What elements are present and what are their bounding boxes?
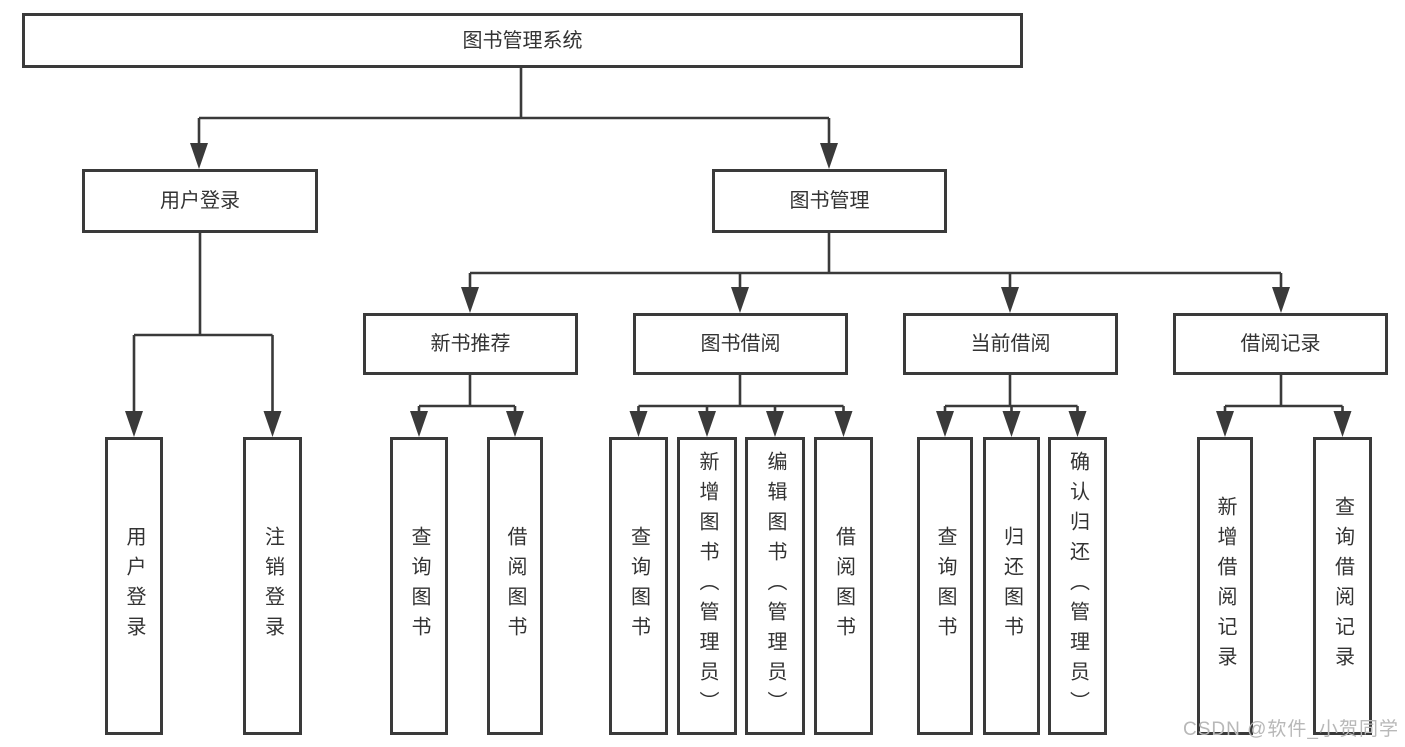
leaf-bb-borrow-books: 借阅图书 <box>814 437 873 735</box>
arrowhead-icons <box>629 411 853 437</box>
leaf-nbr-query-books-label: 查询图书 <box>408 526 430 646</box>
edges-new-book-recommend <box>410 375 524 437</box>
leaf-bb-query-books-label: 查询图书 <box>627 526 650 646</box>
node-new-book-recommend-label: 新书推荐 <box>430 333 511 355</box>
leaf-logout-label: 注销登录 <box>261 526 284 646</box>
leaf-nbr-borrow-books: 借阅图书 <box>487 437 543 735</box>
edges-borrow-records <box>1216 375 1352 437</box>
leaf-cb-confirm-return-admin: 确认归还（管理员） <box>1048 437 1107 735</box>
leaf-bb-query-books: 查询图书 <box>609 437 668 735</box>
leaf-nbr-borrow-books-label: 借阅图书 <box>504 526 526 646</box>
edges-root-to-level2 <box>190 68 838 169</box>
edges-book-borrow <box>629 375 853 437</box>
arrowhead-icons <box>461 287 1290 313</box>
leaf-logout: 注销登录 <box>243 437 302 735</box>
edge-lines <box>468 233 1283 295</box>
leaf-br-add-record-label: 新增借阅记录 <box>1214 496 1236 676</box>
node-book-borrow: 图书借阅 <box>633 313 848 375</box>
csdn-watermark: CSDN @软件_小贺同学 <box>1183 719 1399 740</box>
leaf-bb-edit-books-admin: 编辑图书（管理员） <box>745 437 805 735</box>
arrowhead-icons <box>190 143 838 169</box>
leaf-cb-confirm-return-admin-label: 确认归还（管理员） <box>1066 451 1089 721</box>
node-book-management: 图书管理 <box>712 169 947 233</box>
node-current-borrow-label: 当前借阅 <box>970 333 1051 355</box>
edge-lines <box>637 375 845 418</box>
edge-lines <box>132 233 274 418</box>
edge-lines <box>1223 375 1344 418</box>
leaf-br-add-record: 新增借阅记录 <box>1197 437 1253 735</box>
edges-current-borrow <box>936 375 1087 437</box>
leaf-br-query-record-label: 查询借阅记录 <box>1331 496 1354 676</box>
arrowhead-icons <box>410 411 524 437</box>
node-current-borrow: 当前借阅 <box>903 313 1118 375</box>
edges-book-management <box>461 233 1290 313</box>
leaf-cb-return-books: 归还图书 <box>983 437 1040 735</box>
arrowhead-icons <box>125 411 282 437</box>
leaf-bb-add-books-admin: 新增图书（管理员） <box>677 437 737 735</box>
leaf-user-login-label: 用户登录 <box>123 526 145 646</box>
arrowhead-icons <box>936 411 1087 437</box>
leaf-br-query-record: 查询借阅记录 <box>1313 437 1372 735</box>
node-book-management-label: 图书管理 <box>789 190 870 212</box>
leaf-cb-query-books-label: 查询图书 <box>934 526 956 646</box>
edge-lines <box>417 375 517 418</box>
node-user-login-label: 用户登录 <box>160 190 240 212</box>
node-root-system: 图书管理系统 <box>22 13 1023 68</box>
edge-lines <box>197 68 831 150</box>
leaf-user-login: 用户登录 <box>105 437 163 735</box>
arrowhead-icons <box>1216 411 1352 437</box>
leaf-bb-add-books-admin-label: 新增图书（管理员） <box>696 451 718 721</box>
node-borrow-records-label: 借阅记录 <box>1240 333 1321 355</box>
leaf-cb-return-books-label: 归还图书 <box>1000 526 1023 646</box>
leaf-nbr-query-books: 查询图书 <box>390 437 448 735</box>
node-root-system-label: 图书管理系统 <box>462 29 583 52</box>
leaf-bb-edit-books-admin-label: 编辑图书（管理员） <box>764 451 786 721</box>
edges-user-login <box>125 233 282 437</box>
node-new-book-recommend: 新书推荐 <box>363 313 578 375</box>
leaf-cb-query-books: 查询图书 <box>917 437 973 735</box>
node-book-borrow-label: 图书借阅 <box>700 333 781 355</box>
leaf-bb-borrow-books-label: 借阅图书 <box>832 526 855 646</box>
node-user-login: 用户登录 <box>82 169 318 233</box>
node-borrow-records: 借阅记录 <box>1173 313 1388 375</box>
